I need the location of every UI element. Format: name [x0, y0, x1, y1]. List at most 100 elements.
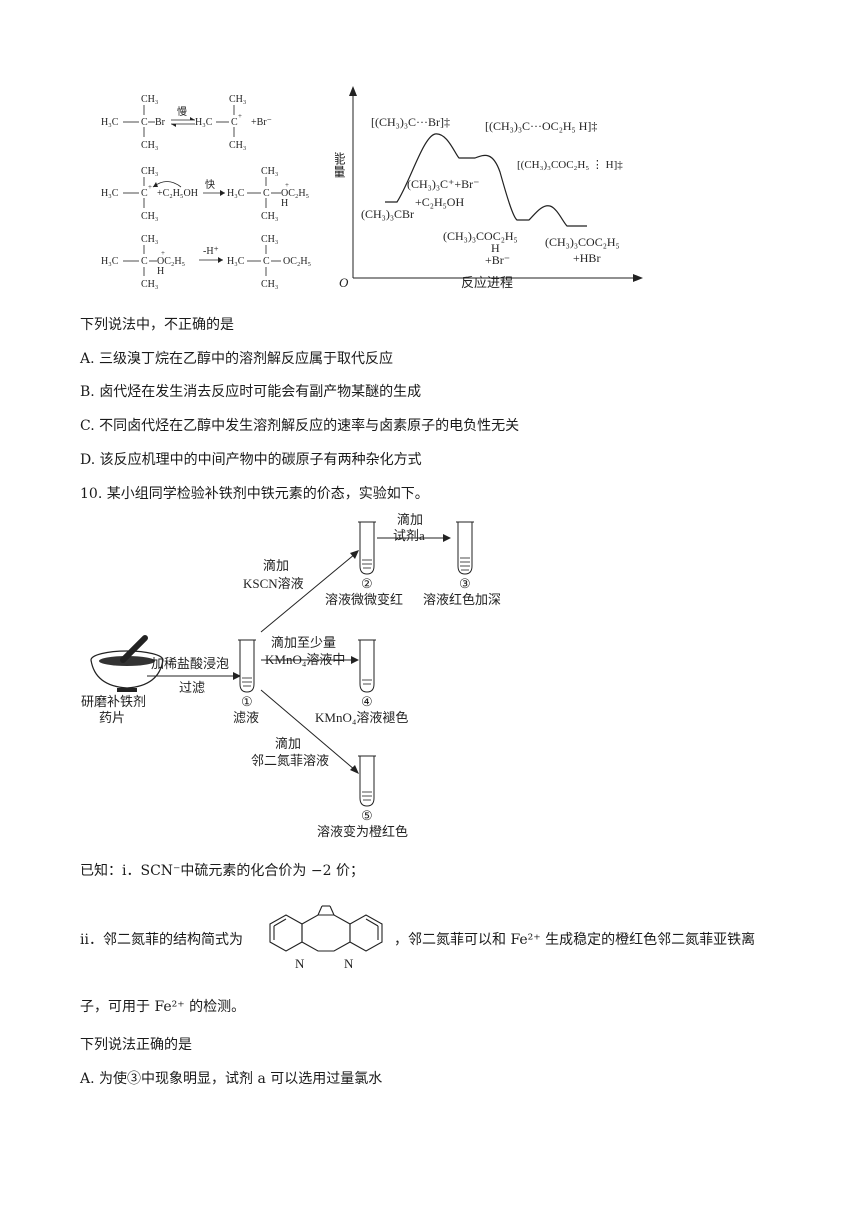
mechanism-step2: CH₃ H₃C C + CH₃ +C₂H₅OH 快 H₃C C CH₃ CH₃ … — [101, 166, 309, 222]
test-tube-4 — [358, 639, 376, 693]
q10-option-a: A. 为使③中现象明显，试剂 a 可以选用过量氯水 — [80, 1071, 383, 1087]
mortar-icon — [90, 635, 164, 692]
svg-text:C: C — [263, 256, 270, 267]
svg-text:Br: Br — [155, 117, 166, 128]
svg-text:+: + — [161, 249, 165, 257]
mortar-label-2: 药片 — [99, 710, 125, 725]
arrow-reagent-a-line1: 滴加 — [397, 512, 423, 527]
step-soak-label: 加稀盐酸浸泡 — [151, 656, 229, 671]
arrow-kmno4-line2: KMnO₄溶液中 — [265, 652, 345, 667]
tube1-label: 滤液 — [233, 710, 259, 725]
svg-text:H₃C: H₃C — [227, 256, 245, 267]
phenanthroline-structure: N N — [269, 905, 383, 971]
q9-option-d: D. 该反应机理中的中间产物中的碳原子有两种杂化方式 — [80, 452, 422, 468]
known-ii-tail: ，邻二氮菲可以和 Fe²⁺ 生成稳定的橙红色邻二氮菲亚铁离 — [394, 932, 756, 948]
arrow-phen-line1: 滴加 — [275, 736, 301, 751]
reaction-mechanism: CH₃ H₃C C Br CH₃ 慢 H₃C C + CH₃ CH₃ +Br⁻ … — [101, 94, 311, 290]
svg-text:+: + — [148, 183, 152, 191]
arrow-phen-line2: 邻二氮菲溶液 — [251, 753, 329, 768]
step-filter-label: 过滤 — [179, 680, 205, 695]
rate-slow: 慢 — [177, 106, 187, 118]
svg-text:CH₃: CH₃ — [141, 166, 158, 177]
svg-text:H₃C: H₃C — [101, 256, 119, 267]
svg-text:CH₃: CH₃ — [261, 279, 278, 290]
ch3-label: CH₃ — [141, 94, 158, 105]
svg-text:OC₂H₅: OC₂H₅ — [281, 188, 309, 199]
h3c-label: H₃C — [101, 117, 119, 128]
y-axis-label: 能量 — [335, 152, 346, 178]
carbon-label: C — [141, 117, 148, 128]
known-ii: ⅱ．邻二氮菲的结构简式为 — [80, 932, 243, 948]
intermediate2-label: (CH₃)₃COC₂H₅ — [443, 229, 518, 243]
arrow-kmno4-line1: 滴加至少量 — [271, 635, 336, 650]
x-axis-label: 反应进程 — [461, 275, 513, 290]
known-i: 已知：ⅰ．SCN⁻中硫元素的化合价为 −2 价； — [80, 863, 364, 879]
mortar-label-1: 研磨补铁剂 — [81, 694, 146, 709]
q9-option-a: A. 三级溴丁烷在乙醇中的溶剂解反应属于取代反应 — [80, 351, 394, 367]
svg-text:C: C — [141, 256, 148, 267]
svg-text:OC₂H₅: OC₂H₅ — [157, 256, 185, 267]
arrow-kscn-line1: 滴加 — [263, 558, 289, 573]
nitrogen-right: N — [344, 956, 354, 971]
ethanol-reagent: +C₂H₅OH — [157, 188, 198, 199]
tube4-label: KMnO₄溶液褪色 — [315, 710, 408, 725]
arrow-kscn-line2: KSCN溶液 — [243, 576, 304, 591]
test-tube-3 — [456, 521, 474, 575]
svg-text:H: H — [281, 198, 288, 209]
product-hbr: +HBr — [573, 251, 600, 265]
test-tube-1 — [238, 639, 256, 693]
intermediate1-reagent: +C₂H₅OH — [415, 195, 464, 209]
reactant-label: (CH₃)₃CBr — [361, 207, 414, 221]
rate-fast: 快 — [205, 179, 215, 191]
tube5-number: ⑤ — [361, 808, 373, 823]
svg-text:CH₃: CH₃ — [141, 140, 158, 151]
tube5-label: 溶液变为橙红色 — [317, 824, 408, 839]
q10-stem2: 下列说法正确的是 — [80, 1037, 192, 1053]
nitrogen-left: N — [295, 956, 305, 971]
bromide-byproduct: +Br⁻ — [251, 117, 272, 128]
q10-stem: 10. 某小组同学检验补铁剂中铁元素的价态，实验如下。 — [80, 486, 429, 502]
svg-text:CH₃: CH₃ — [141, 279, 158, 290]
deprotonation-label: -H⁺ — [203, 246, 219, 257]
product-label: (CH₃)₃COC₂H₅ — [545, 235, 620, 249]
svg-text:CH₃: CH₃ — [141, 234, 158, 245]
svg-text:C: C — [231, 117, 238, 128]
mechanism-step1: CH₃ H₃C C Br CH₃ 慢 H₃C C + CH₃ CH₃ +Br⁻ — [101, 94, 272, 151]
svg-text:CH₃: CH₃ — [229, 94, 246, 105]
q9-stem: 下列说法中，不正确的是 — [80, 317, 234, 333]
tube1-number: ① — [241, 694, 253, 709]
known-ii-continued: 子，可用于 Fe²⁺ 的检测。 — [80, 999, 246, 1015]
tube3-number: ③ — [459, 576, 471, 591]
energy-profile-diagram: O 能量 反应进程 [(CH₃)₃C···Br]‡ [(CH₃)₃C···OC₂… — [335, 86, 643, 290]
origin-label: O — [339, 275, 349, 290]
intermediate1-label: (CH₃)₃C⁺+Br⁻ — [407, 177, 479, 191]
svg-text:H₃C: H₃C — [101, 188, 119, 199]
arrow-reagent-a-line2: 试剂a — [393, 528, 425, 543]
svg-text:C: C — [141, 188, 148, 199]
mechanism-step3: CH₃ H₃C C CH₃ + OC₂H₅ H -H⁺ H₃C C CH₃ CH… — [101, 234, 311, 290]
svg-text:CH₃: CH₃ — [229, 140, 246, 151]
energy-curve — [385, 133, 587, 227]
test-tube-2 — [358, 521, 376, 575]
tube2-label: 溶液微微变红 — [325, 592, 403, 607]
svg-text:CH₃: CH₃ — [261, 211, 278, 222]
q9-option-c: C. 不同卤代烃在乙醇中发生溶剂解反应的速率与卤素原子的电负性无关 — [80, 418, 520, 434]
svg-text:H₃C: H₃C — [195, 117, 213, 128]
intermediate2-h: H — [491, 241, 500, 255]
tube3-label: 溶液红色加深 — [423, 592, 501, 607]
ts2-label: [(CH₃)₃C···OC₂H₅ H]‡ — [485, 119, 597, 133]
svg-text:H: H — [157, 266, 164, 277]
tube4-number: ④ — [361, 694, 373, 709]
intermediate2-bromide: +Br⁻ — [485, 253, 510, 267]
experiment-flowchart: 研磨补铁剂 药片 加稀盐酸浸泡 过滤 ① 滤液 滴加 KSCN溶液 滴加至少量 … — [81, 512, 501, 839]
ts3-label: [(CH₃)₃COC₂H₅ ⋮ H]‡ — [517, 159, 623, 171]
svg-text:H₃C: H₃C — [227, 188, 245, 199]
tube2-number: ② — [361, 576, 373, 591]
svg-text:+: + — [285, 181, 289, 189]
svg-text:C: C — [263, 188, 270, 199]
q9-option-b: B. 卤代烃在发生消去反应时可能会有副产物某醚的生成 — [80, 384, 422, 400]
svg-text:CH₃: CH₃ — [261, 166, 278, 177]
svg-text:+: + — [238, 112, 242, 120]
svg-text:CH₃: CH₃ — [261, 234, 278, 245]
svg-text:OC₂H₅: OC₂H₅ — [283, 256, 311, 267]
